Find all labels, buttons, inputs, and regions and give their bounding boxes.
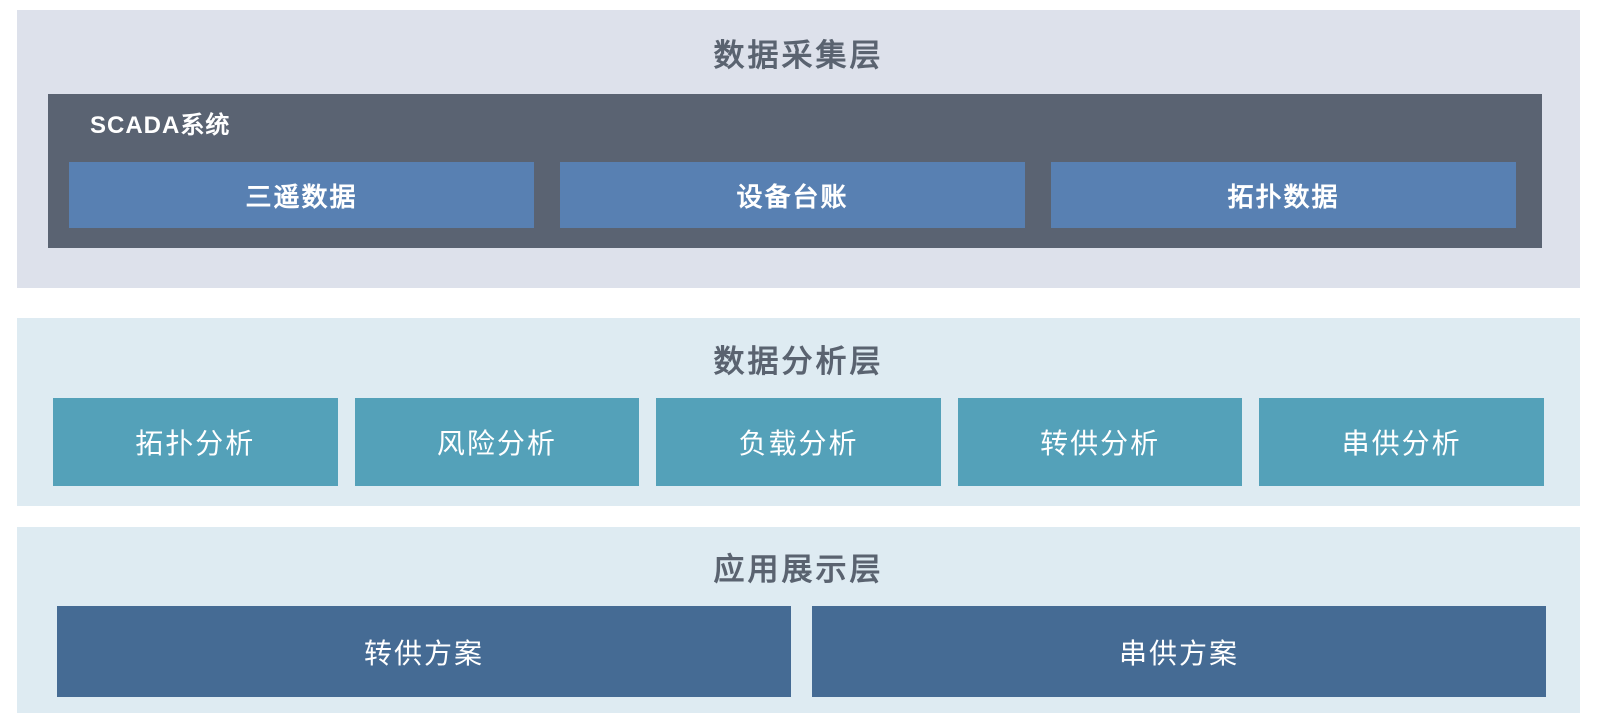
data-collection-layer: 数据采集层 SCADA系统 三遥数据 设备台账 拓扑数据: [17, 10, 1580, 288]
data-analysis-layer: 数据分析层 拓扑分析 风险分析 负载分析 转供分析 串供分析: [17, 318, 1580, 506]
application-display-layer-title: 应用展示层: [713, 552, 884, 587]
box-risk-analysis: 风险分析: [354, 398, 640, 486]
box-three-remote-data: 三遥数据: [69, 162, 534, 228]
box-load-analysis: 负载分析: [656, 398, 941, 486]
box-transfer-supply-analysis: 转供分析: [957, 398, 1243, 486]
box-series-supply-analysis: 串供分析: [1259, 398, 1544, 486]
architecture-diagram: 数据采集层 SCADA系统 三遥数据 设备台账 拓扑数据 数据分析层 拓扑分析 …: [17, 10, 1580, 713]
data-collection-layer-title: 数据采集层: [713, 37, 884, 73]
box-transfer-supply-plan: 转供方案: [57, 606, 791, 697]
data-analysis-layer-title: 数据分析层: [713, 343, 884, 379]
box-topology-data: 拓扑数据: [1051, 162, 1516, 228]
box-equipment-ledger: 设备台账: [560, 162, 1025, 228]
scada-data-row: 三遥数据 设备台账 拓扑数据: [48, 162, 1542, 228]
scada-system-group: SCADA系统 三遥数据 设备台账 拓扑数据: [48, 94, 1542, 248]
analysis-row: 拓扑分析 风险分析 负载分析 转供分析 串供分析: [53, 398, 1544, 486]
application-display-layer: 应用展示层 转供方案 串供方案: [17, 527, 1580, 713]
box-series-supply-plan: 串供方案: [812, 606, 1546, 697]
scada-system-label: SCADA系统: [90, 112, 231, 139]
box-topology-analysis: 拓扑分析: [53, 398, 338, 486]
application-row: 转供方案 串供方案: [57, 606, 1546, 697]
